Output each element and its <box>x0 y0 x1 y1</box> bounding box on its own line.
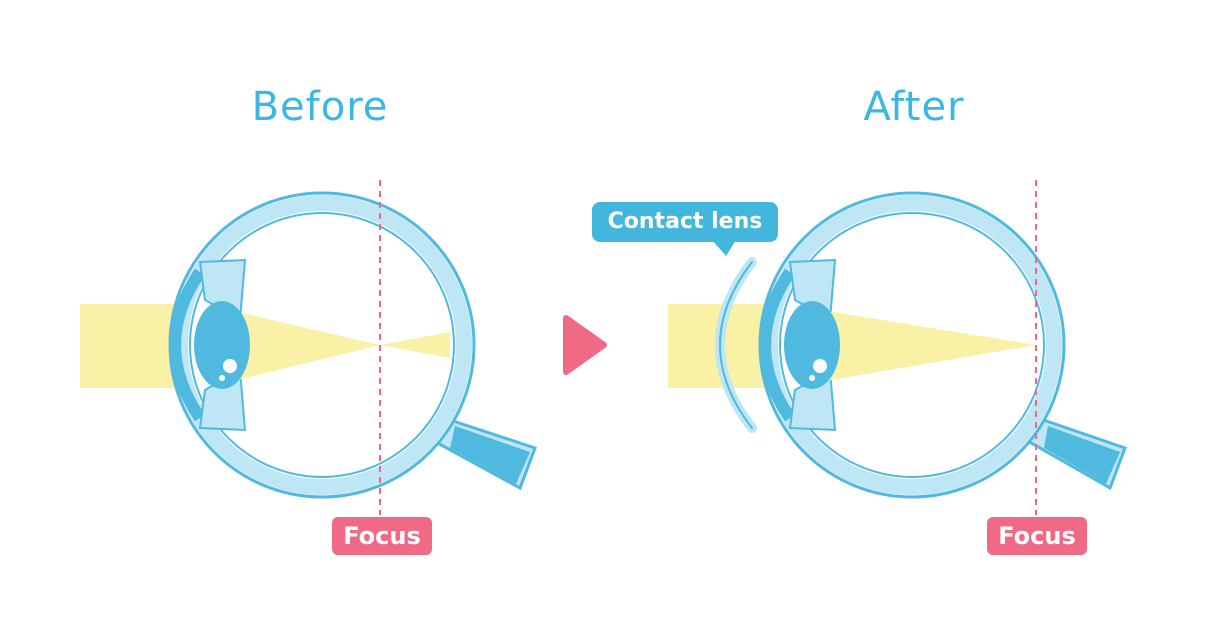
before-optic-nerve-core <box>450 426 530 484</box>
after-eye <box>668 180 1127 515</box>
after-light-cone <box>808 308 1036 384</box>
after-lens-highlight <box>813 359 827 373</box>
before-eye <box>80 180 537 515</box>
before-lens-highlight-small <box>219 375 225 381</box>
after-focus-tag: Focus <box>987 517 1087 555</box>
after-optic-nerve-core <box>1044 426 1120 484</box>
before-lens-highlight <box>223 359 237 373</box>
before-focus-tag: Focus <box>332 517 432 555</box>
after-title: After <box>863 84 965 130</box>
after-lens-highlight-small <box>809 375 815 381</box>
before-light-cone <box>220 308 380 384</box>
lens-callout-pointer <box>712 240 736 256</box>
before-cornea <box>169 268 205 422</box>
before-title: Before <box>251 84 389 130</box>
next-arrow-icon <box>563 315 607 375</box>
after-cornea <box>759 268 795 422</box>
contact-lens-label: Contact lens <box>592 202 778 242</box>
contact-lens-outline <box>719 261 753 429</box>
before-light-diverge <box>380 332 450 358</box>
